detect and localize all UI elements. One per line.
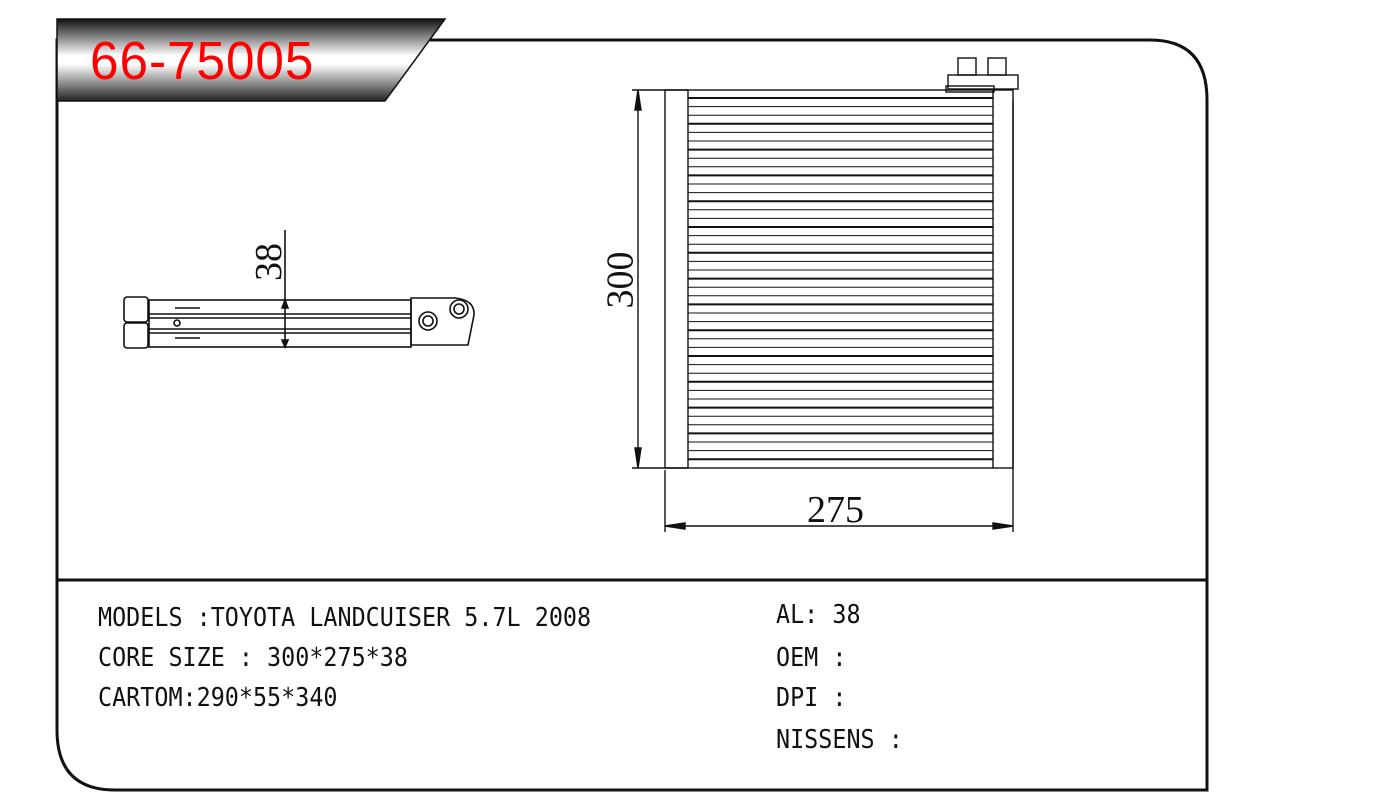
fitting-port [987, 57, 1007, 76]
part-number-banner [56, 18, 447, 102]
spec-carton: CARTOM:290*55*340 [98, 683, 338, 713]
sheet-frame [55, 38, 1209, 792]
fitting-flange [945, 85, 995, 93]
dimension-lines [632, 89, 1014, 532]
fitting-port [957, 57, 977, 76]
side-view [123, 230, 475, 350]
spec-dpi: DPI : [776, 683, 847, 713]
part-number: 66-75005 [90, 31, 315, 91]
spec-al: AL: 38 [776, 600, 861, 630]
dimension-depth: 38 [248, 243, 290, 281]
dimension-height: 300 [599, 251, 642, 309]
spec-models: MODELS :TOYOTA LANDCUISER 5.7L 2008 [98, 603, 592, 633]
fitting-block [947, 74, 1019, 90]
dimension-width: 275 [807, 489, 864, 531]
spec-core-size: CORE SIZE : 300*275*38 [98, 643, 408, 673]
front-view [664, 57, 1019, 469]
spec-oem: OEM : [776, 643, 847, 673]
spec-nissens: NISSENS : [776, 725, 903, 755]
